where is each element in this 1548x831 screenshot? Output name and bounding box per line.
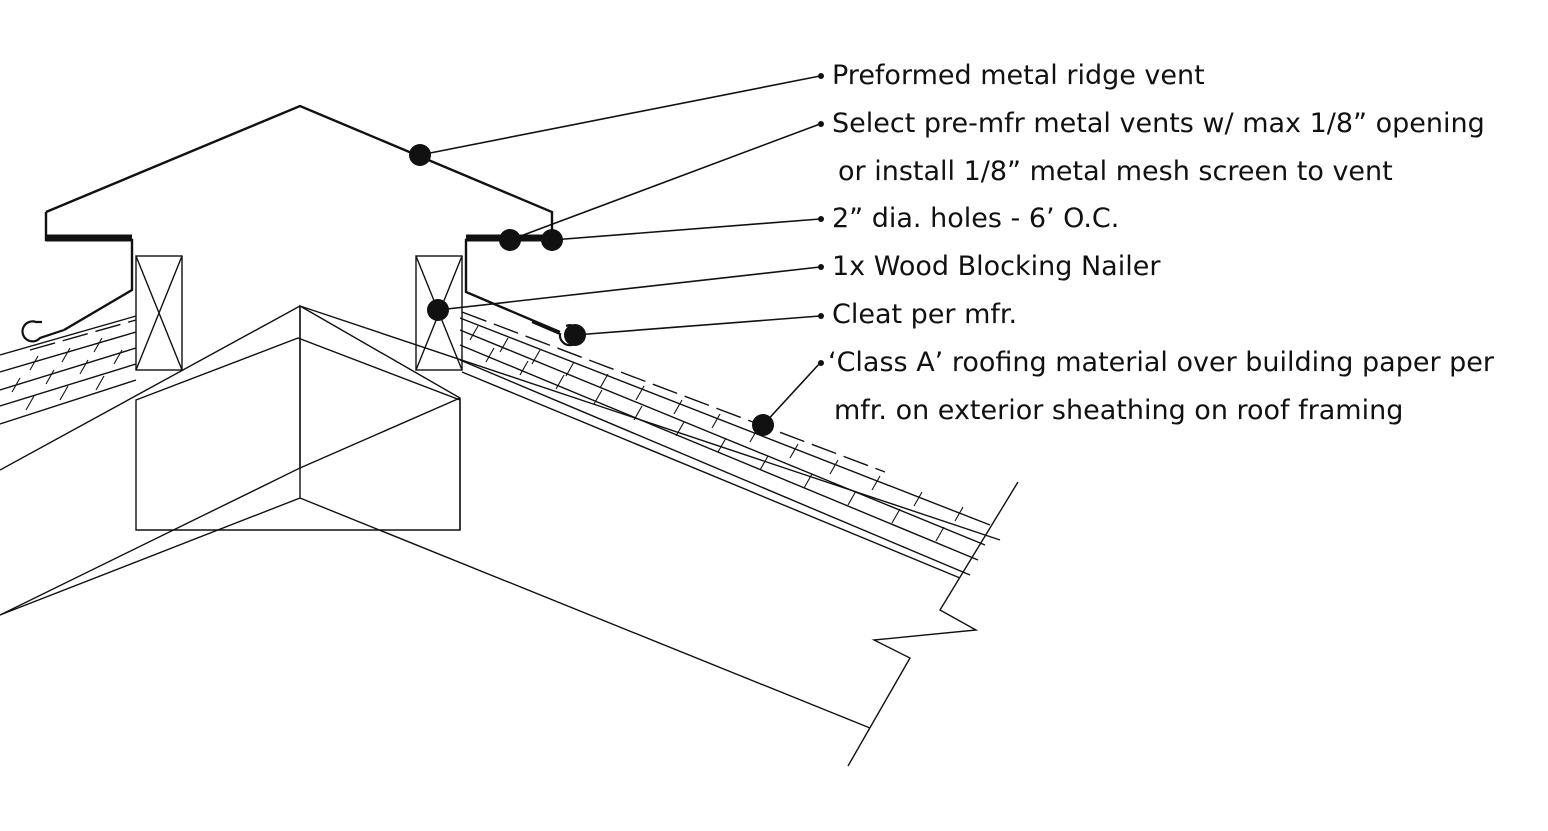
end-dot-roofing (818, 360, 824, 366)
leader-holes (551, 218, 821, 241)
shingle-ticks (11, 325, 964, 542)
label-vent-opening: Select pre-mfr metal vents w/ max 1/8” o… (832, 100, 1485, 196)
leader-roofing (762, 362, 821, 426)
leader-vent-opening (509, 123, 821, 241)
label-cleat-line1: Cleat per mfr. (832, 299, 1018, 330)
dot-cleat (564, 324, 586, 346)
left-roof-edge (0, 305, 301, 471)
leader-cleat (574, 315, 821, 336)
end-dot-ridge-vent (818, 73, 824, 79)
ridge-board-panel (135, 337, 461, 531)
left-roofing-line-1 (0, 315, 137, 356)
left-blocking-nailer (135, 255, 183, 371)
end-dot-vent-opening (818, 121, 824, 127)
break-line (847, 481, 1019, 767)
label-vent-opening-line1: Select pre-mfr metal vents w/ max 1/8” o… (832, 108, 1485, 139)
roofing-line-1 (459, 317, 991, 526)
label-holes: 2” dia. holes - 6’ O.C. (832, 195, 1119, 243)
dot-vent-opening (499, 229, 521, 251)
leader-blocking (437, 266, 821, 311)
dot-holes (541, 229, 563, 251)
callout-dots (409, 73, 824, 436)
dot-roofing (752, 414, 774, 436)
end-dot-holes (818, 216, 824, 222)
end-dot-cleat (818, 313, 824, 319)
label-ridge-vent: Preformed metal ridge vent (832, 52, 1205, 100)
ridge-face-top (299, 397, 461, 469)
label-roofing-line2: mfr. on exterior sheathing on roof frami… (834, 395, 1404, 426)
left-cleat (21, 320, 65, 343)
dot-ridge-vent (409, 144, 431, 166)
dot-blocking (427, 299, 449, 321)
ridge-vent-left-leg (44, 212, 134, 332)
label-roofing: ‘Class A’ roofing material over building… (828, 339, 1494, 435)
label-holes-line1: 2” dia. holes - 6’ O.C. (832, 203, 1120, 234)
label-ridge-vent-line1: Preformed metal ridge vent (832, 60, 1205, 91)
label-vent-opening-line2: or install 1/8” metal mesh screen to ven… (838, 156, 1393, 187)
end-dot-blocking (818, 264, 824, 270)
right-blocking-nailer (415, 255, 463, 371)
leader-lines (419, 75, 821, 426)
ridge-vent-cap (45, 104, 554, 236)
leader-ridge-vent (419, 75, 821, 156)
label-blocking-line1: 1x Wood Blocking Nailer (832, 251, 1161, 282)
label-blocking: 1x Wood Blocking Nailer (832, 243, 1160, 291)
sheathing-bottom-edge (299, 497, 871, 729)
label-roofing-line1: ‘Class A’ roofing material over building… (828, 347, 1494, 378)
building-paper-dash (461, 311, 886, 473)
label-cleat: Cleat per mfr. (832, 291, 1017, 339)
